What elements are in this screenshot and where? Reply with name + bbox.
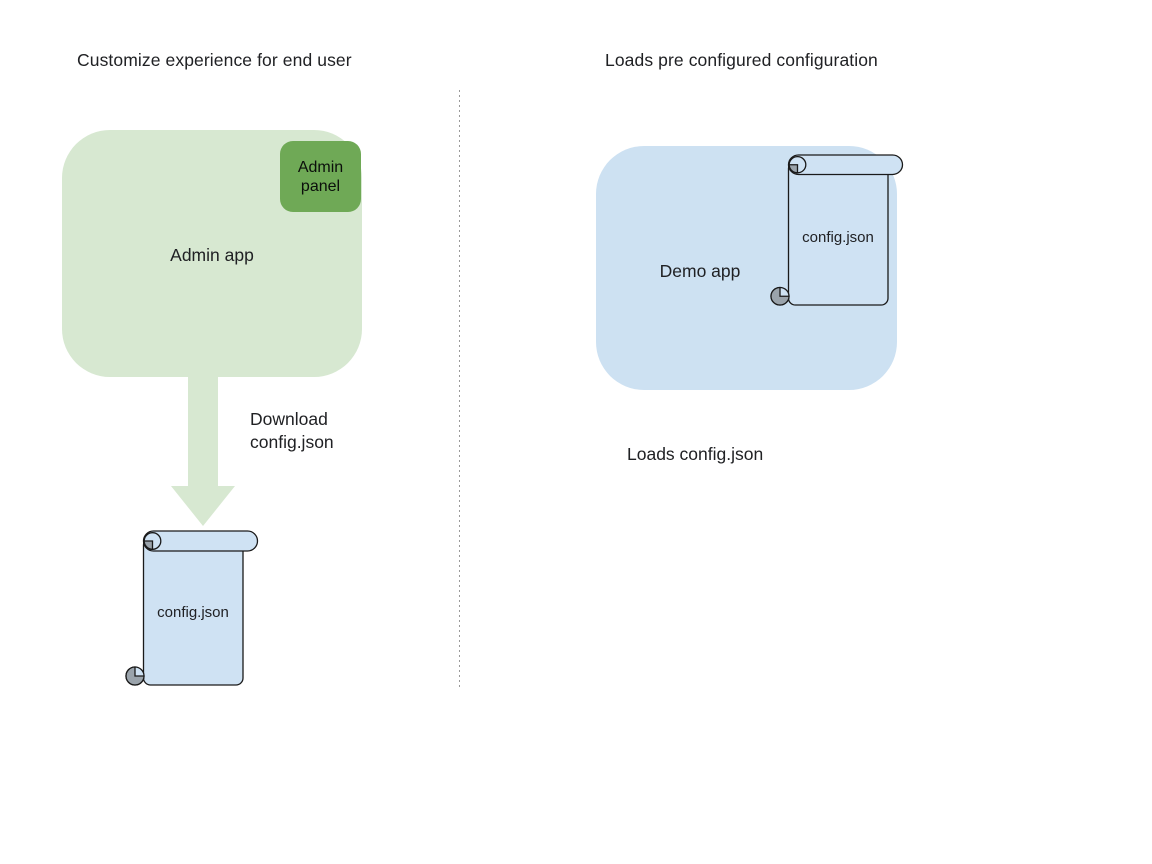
admin-app-label: Admin app [170, 245, 254, 265]
section-divider [459, 90, 460, 687]
loads-config-caption: Loads config.json [627, 444, 764, 464]
right-section-title: Loads pre configured configuration [605, 50, 878, 70]
download-config-label: Download config.json [250, 409, 334, 452]
admin-panel-box: Admin panel [280, 141, 361, 212]
config-json-scroll-icon [770, 154, 904, 306]
left-config-file-label: config.json [157, 604, 229, 621]
admin-panel-label: Admin panel [297, 158, 344, 195]
right-config-file-label: config.json [802, 229, 874, 246]
download-arrow-icon [171, 376, 235, 526]
config-json-scroll-icon [125, 530, 259, 686]
demo-app-label: Demo app [659, 261, 741, 281]
left-section-title: Customize experience for end user [77, 50, 352, 70]
